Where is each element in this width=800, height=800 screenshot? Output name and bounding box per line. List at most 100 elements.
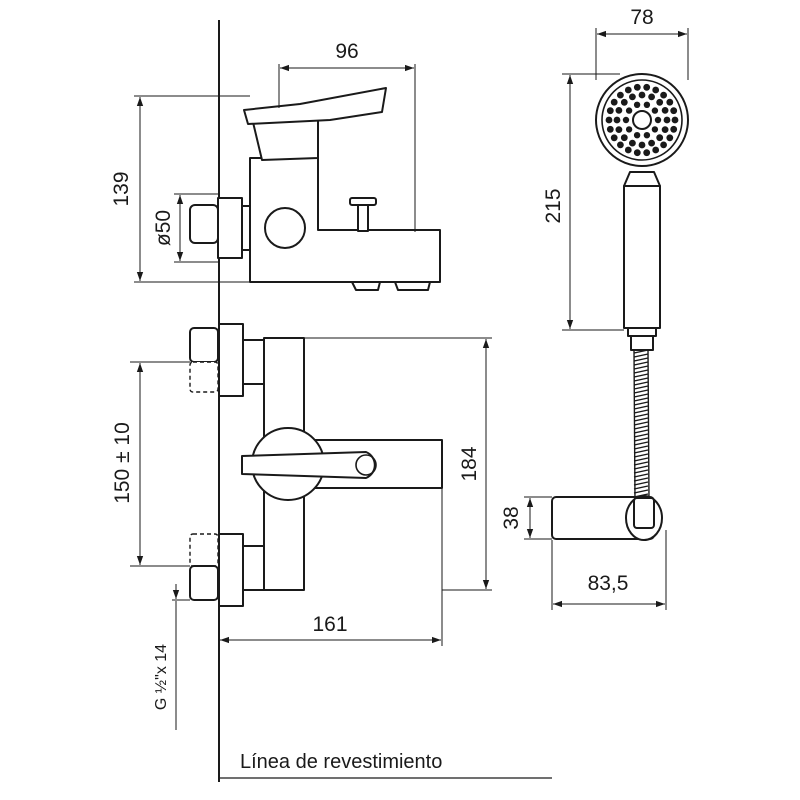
mixer-front-view xyxy=(189,323,443,607)
shower-hose xyxy=(633,349,650,501)
nozzle xyxy=(625,107,633,114)
wall-line xyxy=(218,20,552,782)
nozzle xyxy=(633,132,641,139)
dim-label-shower-width: 78 xyxy=(630,6,653,29)
dim-side-height xyxy=(134,95,250,283)
nozzle xyxy=(633,83,641,91)
dim-label-holder-depth: 83,5 xyxy=(588,572,629,595)
dim-label-front-height: 184 xyxy=(458,446,481,481)
upper-inlet-hidden xyxy=(189,361,219,393)
lower-inlet-cap xyxy=(189,565,219,601)
nozzle xyxy=(670,125,678,133)
nozzle xyxy=(651,126,659,133)
shower-center xyxy=(632,110,652,130)
spout-outlet xyxy=(351,281,381,291)
dim-holder-height xyxy=(524,496,552,540)
nozzle xyxy=(615,126,623,133)
upper-inlet-cap xyxy=(189,327,219,363)
shower-handle xyxy=(623,185,661,329)
nozzle xyxy=(606,125,614,133)
nozzle xyxy=(661,107,669,114)
nozzle xyxy=(652,86,660,94)
dim-front-height xyxy=(304,337,492,591)
nozzle xyxy=(633,149,641,157)
nozzle xyxy=(656,134,664,142)
nozzle xyxy=(648,93,655,101)
hose-nut xyxy=(630,335,654,351)
dim-label-side-width: 96 xyxy=(335,40,358,63)
nozzle xyxy=(660,91,667,99)
diverter-knob xyxy=(349,197,377,206)
nozzle xyxy=(666,134,674,142)
nozzle xyxy=(629,139,636,147)
nozzle xyxy=(629,93,636,101)
lower-flange xyxy=(218,533,244,607)
inlet-cap xyxy=(189,204,219,244)
nozzle xyxy=(622,116,630,124)
dim-front-length xyxy=(220,488,443,646)
nozzle xyxy=(656,98,664,106)
nozzle xyxy=(652,146,660,154)
nozzle xyxy=(654,116,662,124)
dim-shower-width xyxy=(595,28,689,80)
shower-neck xyxy=(623,171,661,187)
dim-label-centers: 150 ± 10 xyxy=(111,422,134,504)
lever-handle xyxy=(243,87,387,125)
upper-flange xyxy=(218,323,244,397)
dim-label-inlet-diameter: ø50 xyxy=(152,210,175,246)
nozzle xyxy=(671,116,679,124)
nozzle xyxy=(663,116,671,124)
nozzle xyxy=(643,132,651,139)
nozzle xyxy=(610,98,618,106)
shower-head-rim xyxy=(601,79,683,161)
hand-shower xyxy=(551,73,689,541)
dim-thread xyxy=(172,584,190,730)
nozzle xyxy=(620,98,628,106)
shower-nozzles xyxy=(605,83,679,157)
dim-side-width xyxy=(278,64,416,232)
nozzle xyxy=(643,101,651,109)
nozzle xyxy=(617,141,624,149)
dim-inlet-diameter xyxy=(174,193,218,263)
nozzle xyxy=(670,107,678,115)
nozzle xyxy=(661,126,669,133)
front-lever-tip xyxy=(355,454,377,476)
nozzle xyxy=(605,116,613,124)
front-lever xyxy=(241,451,376,479)
upper-nut xyxy=(242,339,266,385)
nozzle xyxy=(620,134,628,142)
nozzle xyxy=(613,116,621,124)
holder-cup xyxy=(633,497,655,529)
lower-nut xyxy=(242,545,266,591)
mixer-side-view xyxy=(189,87,441,291)
nozzle xyxy=(648,139,655,147)
wall-flange xyxy=(217,197,243,259)
nozzle xyxy=(624,86,632,94)
nozzle xyxy=(660,141,667,149)
dim-label-side-height: 139 xyxy=(110,171,133,206)
body-connector xyxy=(264,207,306,249)
aerator-outlet xyxy=(394,281,431,291)
dim-shower-height xyxy=(562,73,624,331)
wall-line-label: Línea de revestimiento xyxy=(240,751,442,773)
handle-ferrule xyxy=(627,327,657,337)
nozzle xyxy=(610,134,618,142)
lower-inlet-hidden xyxy=(189,533,219,567)
diverter-stem xyxy=(357,204,369,232)
dim-label-shower-height: 215 xyxy=(542,188,565,223)
dim-label-front-length: 161 xyxy=(312,613,347,636)
dim-label-thread: G ½"x 14 xyxy=(153,644,170,710)
nozzle xyxy=(633,101,641,109)
nozzle xyxy=(651,107,659,114)
nozzle xyxy=(615,107,623,114)
nozzle xyxy=(617,91,624,99)
nozzle xyxy=(643,149,651,157)
nozzle xyxy=(666,98,674,106)
dim-centers xyxy=(130,361,190,567)
nozzle xyxy=(638,141,646,149)
dim-label-holder-height: 38 xyxy=(500,506,523,529)
nozzle xyxy=(643,83,651,91)
nozzle xyxy=(624,146,632,154)
dim-holder-depth xyxy=(551,530,667,610)
